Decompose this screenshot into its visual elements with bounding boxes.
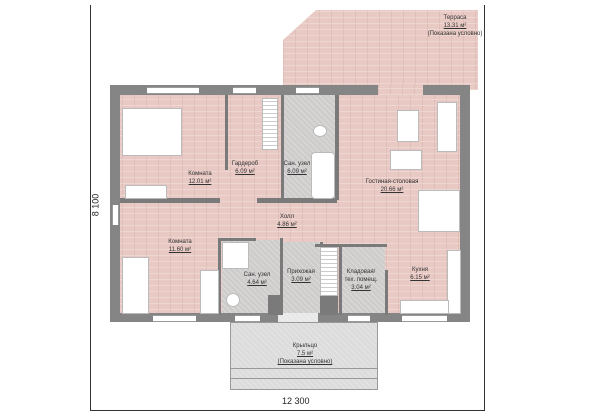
- interior-wall: [120, 198, 220, 203]
- height-dimension-line: [90, 5, 91, 411]
- interior-wall: [385, 270, 388, 315]
- window: [402, 315, 447, 322]
- window: [147, 87, 199, 94]
- right-border-line: [484, 5, 485, 411]
- interior-wall: [315, 244, 387, 247]
- desk: [200, 270, 219, 314]
- wall-left: [110, 85, 120, 322]
- bed: [122, 257, 149, 314]
- room-label-storage: Кладовая/ тех. помещ.3.04 м²: [344, 269, 378, 291]
- interior-wall: [257, 198, 337, 203]
- armchair: [390, 150, 422, 170]
- bed: [122, 108, 182, 156]
- entry-floor: [283, 242, 320, 315]
- terrace-door[interactable]: [378, 85, 423, 95]
- interior-wall: [218, 238, 221, 315]
- window: [153, 315, 196, 322]
- interior-wall: [268, 295, 283, 315]
- wall-right: [460, 85, 470, 322]
- interior-wall: [225, 95, 228, 170]
- height-dimension: 8 100: [90, 193, 101, 217]
- wardrobe-rack: [262, 98, 278, 150]
- dining-table: [418, 190, 460, 232]
- kitchen-counter: [447, 250, 461, 314]
- window: [296, 87, 319, 94]
- interior-wall: [320, 295, 338, 315]
- bathtub: [311, 152, 335, 199]
- shelf: [320, 247, 338, 296]
- interior-wall: [281, 95, 284, 200]
- interior-wall: [335, 95, 339, 200]
- width-dimension-line: [90, 410, 485, 411]
- window: [112, 205, 119, 225]
- toilet: [226, 293, 240, 307]
- entrance-door[interactable]: [278, 313, 318, 322]
- terrace: [283, 10, 478, 90]
- desk: [125, 185, 167, 199]
- wall-top: [110, 85, 470, 95]
- kitchen-counter: [400, 300, 449, 314]
- window: [235, 315, 260, 322]
- interior-wall: [339, 244, 342, 315]
- width-dimension: 12 300: [282, 396, 310, 406]
- coffee-table: [397, 110, 419, 142]
- window: [233, 87, 256, 94]
- toilet: [313, 125, 327, 137]
- sofa: [437, 102, 457, 152]
- window: [348, 315, 370, 322]
- shower: [222, 242, 249, 269]
- storage-floor: [342, 246, 385, 315]
- interior-wall: [221, 238, 256, 241]
- interior-wall: [280, 238, 283, 315]
